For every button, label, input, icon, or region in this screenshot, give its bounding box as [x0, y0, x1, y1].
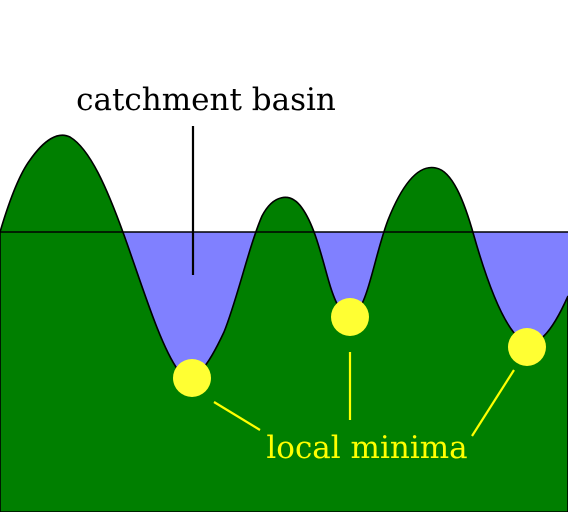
local-minimum-2 — [331, 298, 369, 336]
terrain-profile — [0, 134, 568, 512]
local-minimum-3 — [508, 328, 546, 366]
catchment-basin-label: catchment basin — [76, 82, 336, 118]
local-minima-pointer-left — [213, 401, 261, 431]
local-minima-label: local minima — [266, 430, 467, 466]
local-minima-pointer-right — [471, 369, 515, 437]
local-minimum-1 — [173, 359, 211, 397]
